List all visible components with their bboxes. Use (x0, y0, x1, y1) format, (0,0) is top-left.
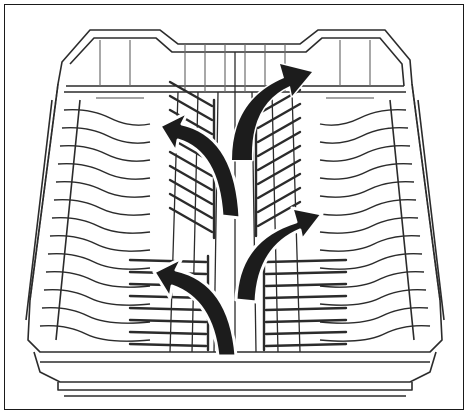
left-side-supports (40, 110, 150, 341)
fold-arrows (154, 64, 322, 356)
right-side-supports (320, 110, 430, 341)
arrow-lower-right (236, 208, 322, 302)
